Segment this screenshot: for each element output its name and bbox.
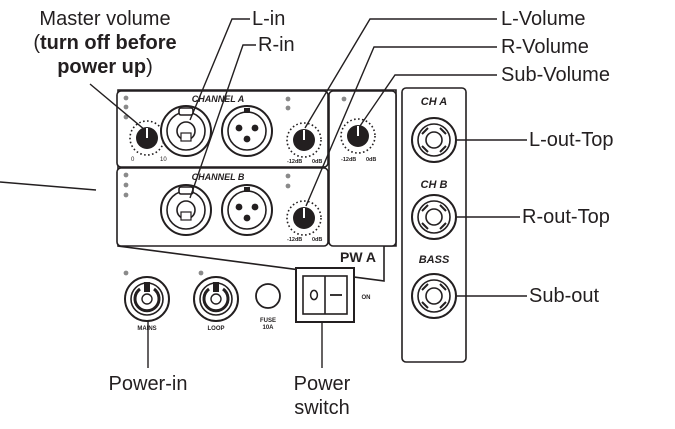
r-out-top-label: R-out-Top <box>522 206 610 228</box>
callout-leaders <box>89 18 527 368</box>
power-switch-label: Power switch <box>282 372 362 420</box>
master-volume-label: Master volume (turn off before power up) <box>0 7 210 79</box>
sub-volume-min: -12dB <box>341 157 356 163</box>
master-max-scale: 10 <box>160 157 167 163</box>
status-leds <box>123 95 347 198</box>
r-volume-max: 0dB <box>312 237 322 243</box>
channel-b-label: CHANNEL B <box>192 172 245 182</box>
switch-off-symbol <box>309 289 319 301</box>
master-volume-warning-2: power up <box>57 56 147 78</box>
mains-led <box>123 270 129 276</box>
master-volume-paren-close: ) <box>146 56 153 78</box>
pw-a-panel <box>328 90 397 247</box>
loop-label: LOOP <box>207 326 224 332</box>
switch-on-label: ON <box>362 295 371 301</box>
master-volume-warning-1: turn off before <box>40 32 177 54</box>
r-in-combo-connector[interactable] <box>160 184 212 236</box>
mains-powercon-connector[interactable] <box>123 275 171 323</box>
l-in-combo-connector[interactable] <box>160 105 212 157</box>
mains-label: MAINS <box>137 326 156 332</box>
power-in-label: Power-in <box>108 373 188 395</box>
r-volume-label: R-Volume <box>501 36 589 58</box>
master-volume-line1: Master volume <box>39 8 171 30</box>
l-out-top-speakon[interactable] <box>411 117 457 163</box>
l-volume-min: -12dB <box>287 159 302 165</box>
left-edge-leader-line <box>0 181 97 191</box>
sub-out-label: Sub-out <box>529 285 600 307</box>
master-volume-line2: (turn off before <box>0 31 210 55</box>
power-switch-line1: Power <box>293 373 351 395</box>
ch-b-output-label: CH B <box>421 179 448 191</box>
fuse-holder[interactable] <box>255 283 281 309</box>
ch-a-output-label: CH A <box>421 96 448 108</box>
channel-a-label: CHANNEL A <box>192 94 245 104</box>
sub-volume-label: Sub-Volume <box>501 64 610 86</box>
master-min-scale: 0 <box>131 157 135 163</box>
fuse-rating: 10A <box>262 325 274 331</box>
channel-a-xlr-connector[interactable] <box>221 105 273 157</box>
l-volume-max: 0dB <box>312 159 322 165</box>
sub-out-speakon[interactable] <box>411 273 457 319</box>
r-in-label: R-in <box>258 34 295 56</box>
pw-a-label: PW A <box>340 249 376 265</box>
r-out-top-speakon[interactable] <box>411 194 457 240</box>
power-switch-line2: switch <box>294 397 350 419</box>
loop-powercon-connector[interactable] <box>192 275 240 323</box>
l-volume-label: L-Volume <box>501 8 586 30</box>
bass-output-label: BASS <box>419 254 450 266</box>
loop-led <box>198 270 204 276</box>
master-volume-paren-open: ( <box>33 32 40 54</box>
channel-b-xlr-connector[interactable] <box>221 184 273 236</box>
sub-volume-max: 0dB <box>366 157 376 163</box>
master-volume-line3: power up) <box>0 55 210 79</box>
r-volume-min: -12dB <box>287 237 302 243</box>
l-in-label: L-in <box>252 8 286 30</box>
l-out-top-label: L-out-Top <box>529 129 614 151</box>
fuse-label: FUSE <box>260 318 276 324</box>
